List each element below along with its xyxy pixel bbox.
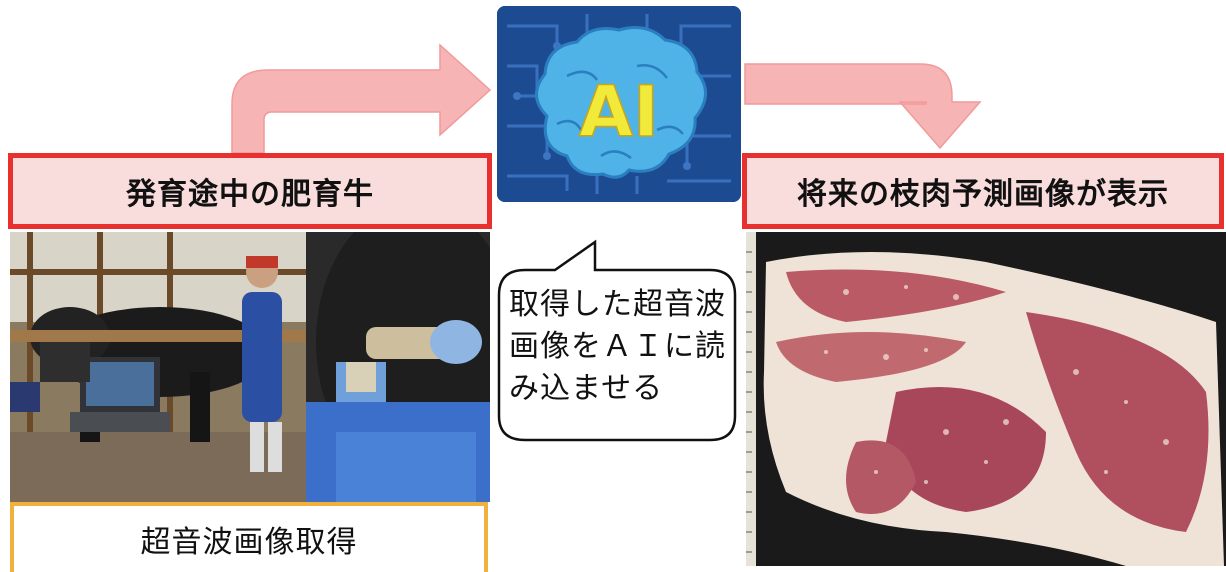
carcass-prediction-label: 将来の枝肉予測画像が表示 xyxy=(742,153,1224,229)
barn-ultrasound-photo xyxy=(10,232,306,502)
speech-bubble-shape xyxy=(497,239,737,442)
ai-brain-icon: AI xyxy=(497,6,741,202)
fattening-cattle-label: 発育途中の肥育牛 xyxy=(8,153,492,229)
ultrasound-acquisition-caption-text: 超音波画像取得 xyxy=(140,525,358,560)
carcass-prediction-label-text: 将来の枝肉予測画像が表示 xyxy=(797,177,1169,212)
bubble-line-2: 画像をＡＩに読 xyxy=(509,329,726,364)
arrow-from-ai xyxy=(744,63,982,150)
ultrasound-probe-photo xyxy=(306,232,490,502)
ai-brain-image: AI xyxy=(497,6,741,202)
bubble-line-3: み込ませる xyxy=(509,371,664,406)
bubble-line-1: 取得した超音波 xyxy=(509,287,726,322)
speech-bubble: 取得した超音波 画像をＡＩに読 み込ませる xyxy=(495,238,740,443)
carcass-cross-section-photo xyxy=(746,232,1226,566)
arrow-to-ai xyxy=(231,43,492,154)
ai-text: AI xyxy=(579,71,659,153)
speech-bubble-text: 取得した超音波 画像をＡＩに読 み込ませる xyxy=(509,284,731,410)
ultrasound-acquisition-caption: 超音波画像取得 xyxy=(10,502,488,572)
fattening-cattle-label-text: 発育途中の肥育牛 xyxy=(126,177,374,212)
